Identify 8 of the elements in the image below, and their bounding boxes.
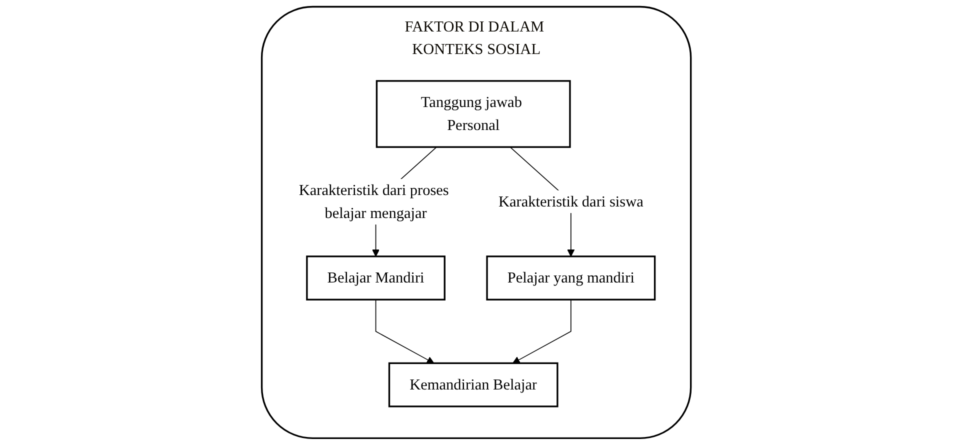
arrow [376, 299, 434, 364]
node-box: Kemandirian Belajar [388, 362, 558, 408]
edge-label: Karakteristik dari proses belajar mengajar [299, 181, 450, 222]
arrow [512, 299, 572, 364]
node-box: Belajar Mandiri [306, 256, 446, 300]
node-box: Pelajar yang mandiri [486, 256, 656, 300]
node-box: Tanggung jawab Personal [376, 80, 572, 148]
edge-label: Karakteristik dari siswa [498, 192, 644, 210]
